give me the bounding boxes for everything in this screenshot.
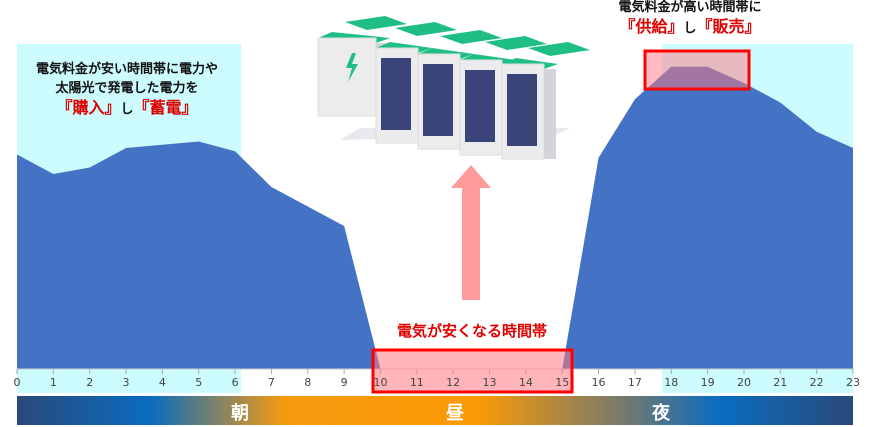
x-tick-label: 8 — [304, 376, 312, 389]
connector: し — [120, 102, 134, 117]
x-tick-label: 1 — [49, 376, 57, 389]
store-label: 『蓄電』 — [133, 98, 198, 117]
morning-label: 朝 — [231, 403, 249, 424]
x-tick-label: 12 — [446, 376, 461, 389]
connector: し — [683, 21, 697, 36]
x-tick-label: 21 — [773, 376, 788, 389]
noon-label: 昼 — [446, 403, 464, 424]
peak-highlight-box — [643, 49, 751, 91]
x-tick-label: 14 — [518, 376, 533, 389]
x-tick-label: 7 — [267, 376, 275, 389]
supply-label: 『供給』 — [619, 17, 684, 36]
up-arrow — [451, 165, 491, 300]
x-tick-label: 3 — [122, 376, 130, 389]
x-tick-label: 16 — [591, 376, 606, 389]
x-tick-label: 20 — [736, 376, 751, 389]
cabinet-top — [440, 30, 502, 44]
x-tick-label: 23 — [846, 376, 860, 389]
left-note-line2: 太陽光で発電した電力を — [55, 81, 199, 96]
cabinet-top — [528, 42, 590, 56]
x-tick-label: 22 — [809, 376, 824, 389]
x-tick-label: 19 — [700, 376, 715, 389]
x-tick-label: 13 — [482, 376, 497, 389]
x-tick-label: 11 — [409, 376, 424, 389]
cheap-highlight-box — [371, 348, 574, 394]
cabinet-top — [395, 22, 457, 36]
cheap-time-label: 電気が安くなる時間帯 — [396, 322, 547, 340]
x-tick-label: 17 — [627, 376, 642, 389]
buy-label: 『購入』 — [56, 98, 121, 117]
x-tick-label: 18 — [664, 376, 679, 389]
cabinet-top — [345, 16, 407, 30]
x-tick-label: 0 — [13, 376, 21, 389]
right-note-line1: 電気料金が高い時間帯に — [618, 0, 762, 15]
left-note: 電気料金が安い時間帯に電力や 太陽光で発電した電力を 『購入』し『蓄電』 — [14, 60, 240, 119]
x-tick-label: 2 — [86, 376, 94, 389]
battery-storage-illustration — [317, 16, 590, 160]
x-tick-label: 6 — [231, 376, 239, 389]
x-tick-label: 9 — [340, 376, 348, 389]
x-tick-label: 5 — [195, 376, 203, 389]
x-tick-label: 10 — [373, 376, 388, 389]
battery-cabinet — [501, 58, 558, 160]
time-of-day-band — [17, 396, 853, 425]
cabinet-top — [485, 36, 547, 50]
sell-label: 『販売』 — [696, 17, 761, 36]
night-label: 夜 — [652, 403, 670, 424]
x-tick-label: 15 — [555, 376, 570, 389]
x-tick-label: 4 — [158, 376, 166, 389]
left-note-line1: 電気料金が安い時間帯に電力や — [35, 62, 218, 77]
right-note: 電気料金が高い時間帯に 『供給』し『販売』 — [590, 0, 790, 38]
demand-area — [17, 66, 853, 369]
